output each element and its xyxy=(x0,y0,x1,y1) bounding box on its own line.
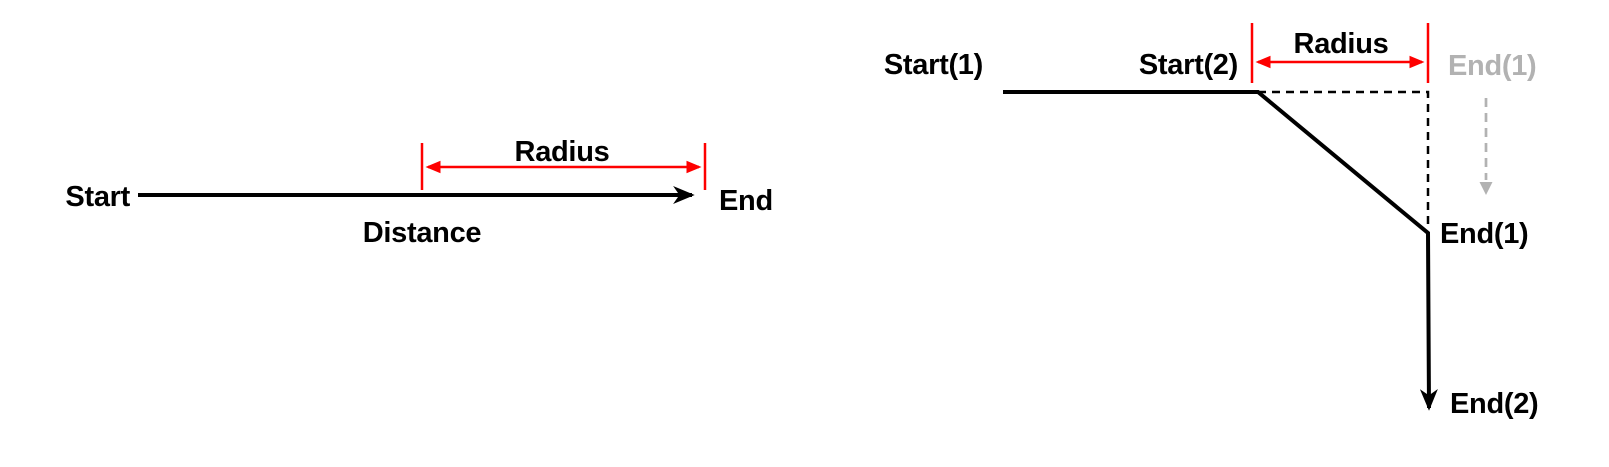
distance-diagram: Start End Distance Radius xyxy=(65,136,773,249)
start2-label: Start(2) xyxy=(1139,49,1238,81)
end2-label: End(2) xyxy=(1450,388,1538,420)
start-label: Start xyxy=(65,181,130,213)
radius-label: Radius xyxy=(1294,28,1389,60)
distance-label: Distance xyxy=(363,217,482,249)
corner-dashed-line xyxy=(1258,90,1430,226)
end1-ghost-label: End(1) xyxy=(1448,50,1536,82)
end-label: End xyxy=(719,185,773,217)
end1-label: End(1) xyxy=(1440,218,1528,250)
radius-turn-diagram: Start(1) Start(2) Radius End(1) End(1) E… xyxy=(884,23,1539,420)
radius-label: Radius xyxy=(515,136,610,168)
ghost-drop-arrowhead xyxy=(1479,182,1493,195)
start1-label: Start(1) xyxy=(884,49,983,81)
turn-route-line xyxy=(1003,90,1438,411)
